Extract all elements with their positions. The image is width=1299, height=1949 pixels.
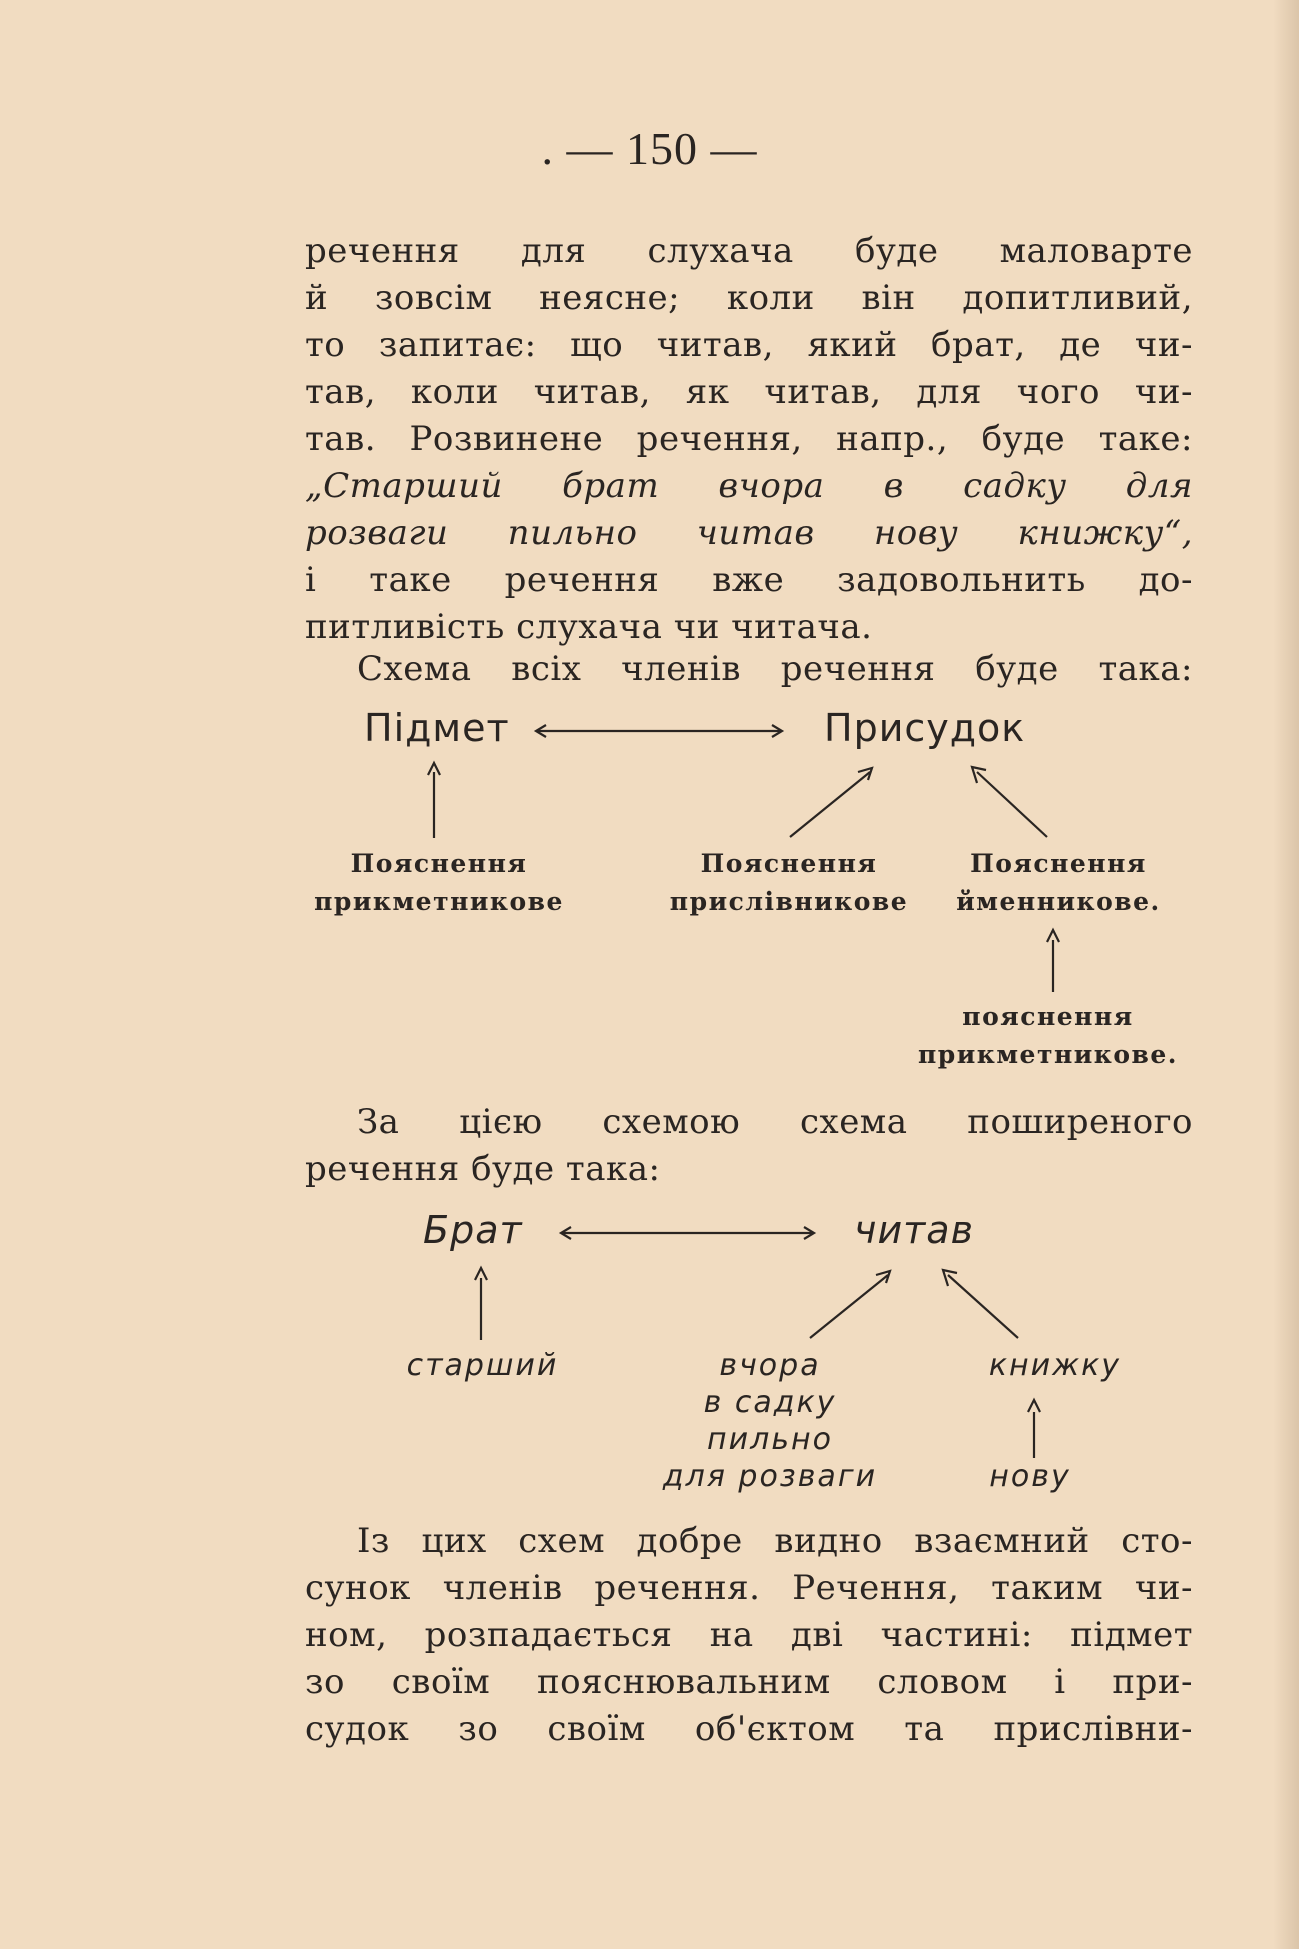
paragraph-2: Схема всіх членів речення буде така:	[305, 646, 1193, 693]
label-line: Пояснення	[700, 849, 878, 878]
label-line: йменникове.	[956, 887, 1161, 916]
diagram1-middle-connector	[789, 771, 871, 838]
arrowhead-left	[558, 1226, 572, 1240]
label-line: пильно	[707, 1422, 833, 1457]
paragraph-1: речення для слухача буде маловарте й зов…	[305, 228, 1193, 651]
diagram2-predicate: читав	[854, 1208, 974, 1252]
arrowhead-up-left	[941, 1268, 958, 1287]
diagram1-predicate: Присудок	[824, 706, 1026, 750]
text-line: судок зо своїм об'єктом та прислівни-	[305, 1709, 1193, 1749]
diagram2-right-label: книжку	[988, 1348, 1122, 1383]
diagram2-middle-label: вчора в садку пильно для розваги	[640, 1347, 900, 1495]
diagram1-bottom-label: пояснення прикметникове.	[903, 998, 1193, 1074]
text-line-italic: „Старший брат вчора в садку для	[305, 466, 1193, 506]
label-line: для розваги	[662, 1459, 878, 1494]
arrowhead-up-right	[875, 1269, 892, 1284]
arrowhead-right	[771, 724, 785, 738]
text-line: За цією схемою схема поширеного	[357, 1102, 1193, 1142]
page-number: . — 150 —	[541, 123, 758, 174]
arrowhead-up	[474, 1265, 488, 1281]
arrowhead-up	[1046, 927, 1060, 943]
diagram2-middle-connector	[809, 1274, 889, 1339]
text-line: зо своїм пояснювальним словом і при-	[305, 1662, 1193, 1702]
text-line: ном, розпадається на дві частині: підмет	[305, 1615, 1193, 1655]
label-line: прислівникове	[669, 887, 909, 916]
text-line: тав, коли читав, як читав, для чого чи-	[305, 372, 1193, 412]
diagram1-middle-label: Пояснення прислівникове	[654, 845, 924, 921]
arrowhead-up-right	[857, 766, 874, 781]
diagram2-right-connector	[947, 1274, 1019, 1339]
label-line: прикметникове.	[917, 1040, 1179, 1069]
diagram1-right-label: Пояснення йменникове.	[946, 845, 1171, 921]
arrowhead-right	[803, 1226, 817, 1240]
label-line: пояснення	[962, 1002, 1134, 1031]
paragraph-3: За цією схемою схема поширеного речення …	[305, 1099, 1193, 1193]
diagram1-right-connector	[976, 771, 1048, 838]
diagram2-subject: Брат	[423, 1208, 523, 1252]
label-line: Пояснення	[350, 849, 528, 878]
text-line: Із цих схем добре видно взаємний сто-	[357, 1521, 1193, 1561]
text-line: речення буде така:	[305, 1149, 661, 1189]
arrowhead-left	[533, 724, 547, 738]
text-line: і таке речення вже задовольнить до-	[305, 560, 1193, 600]
page-edge-shadow	[1273, 0, 1299, 1949]
diagram2-bottom-label: нову	[989, 1459, 1071, 1494]
label-line: прикметникове	[314, 887, 564, 916]
label-line: вчора	[719, 1348, 821, 1383]
paragraph-4: Із цих схем добре видно взаємний сто- су…	[305, 1518, 1193, 1753]
text-line-italic: розваги пильно читав нову книжку“,	[305, 513, 1193, 553]
text-line: тав. Розвинене речення, напр., буде таке…	[305, 419, 1193, 459]
diagram1-left-label: Пояснення прикметникове	[304, 845, 574, 921]
text-line: то запитає: що читав, який брат, де чи-	[305, 325, 1193, 365]
diagram2-left-label: старший	[406, 1348, 559, 1383]
arrowhead-up	[427, 760, 441, 776]
text-line: сунок членів речення. Речення, таким чи-	[305, 1568, 1193, 1608]
label-line: Пояснення	[970, 849, 1147, 878]
text-line: Схема всіх членів речення буде така:	[357, 649, 1193, 689]
text-line: питливість слухача чи читача.	[305, 607, 873, 647]
text-line: речення для слухача буде маловарте	[305, 231, 1193, 271]
label-line: в садку	[703, 1385, 837, 1420]
arrowhead-up-left	[970, 765, 987, 784]
arrowhead-up	[1027, 1397, 1041, 1413]
text-line: й зовсім неясне; коли він допитливий,	[305, 278, 1193, 318]
diagram1-subject: Підмет	[364, 706, 510, 750]
